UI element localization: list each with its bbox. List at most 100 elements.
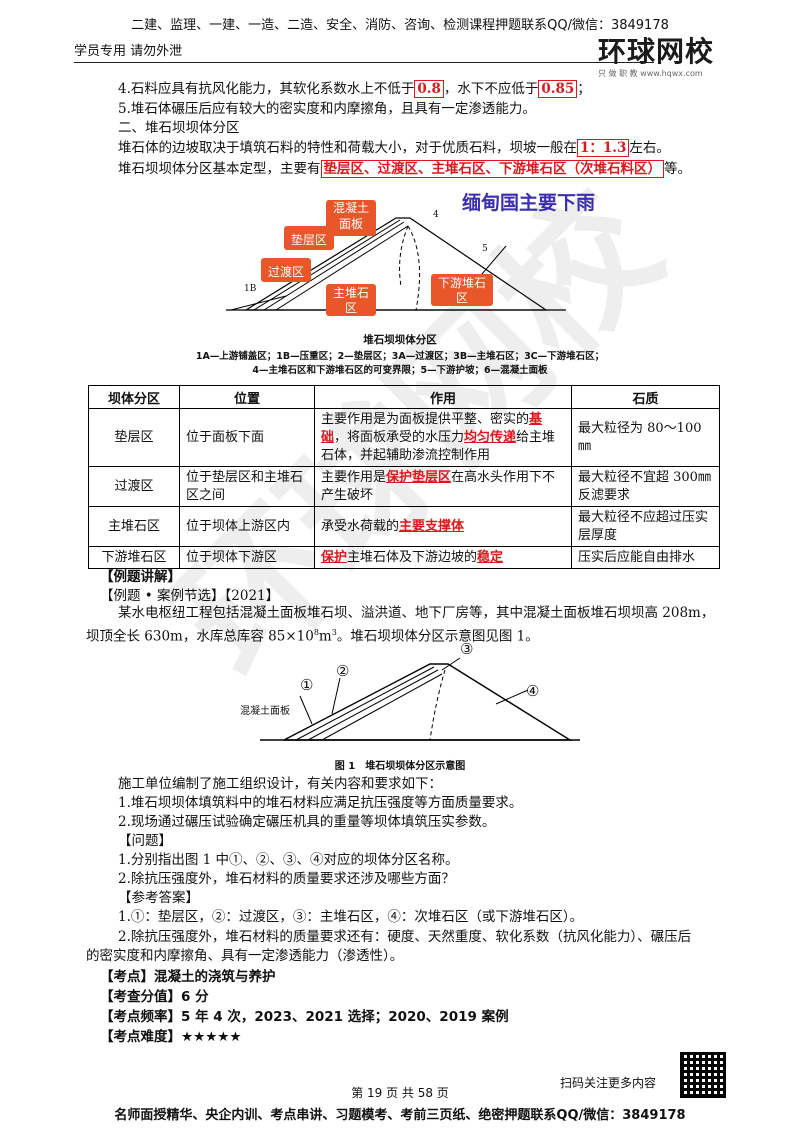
footer-contact-line: 名师面授精华、央企内训、考点串讲、习题模考、考前三页纸、绝密押题联系QQ/微信：… <box>114 1108 686 1123</box>
logo-text: 环球网校 <box>598 35 715 68</box>
marker-1: ① <box>300 676 314 694</box>
example-source: 【例题 • 案例节选】【2021】 <box>100 588 280 604</box>
logo-subtext: 只 做 职 教 www.hqwx.com <box>598 69 703 78</box>
key-term: 保护垫层区 <box>386 469 452 485</box>
kaodian-difficulty: 【考点难度】★★★★★ <box>100 1029 242 1045</box>
example-fig-caption: 图 1 堆石坝坝体分区示意图 <box>334 761 466 772</box>
example-dam-diagram <box>260 657 580 741</box>
example-p2: 坝顶全长 630m，水库总库容 85×108m3。堆石坝坝体分区示意图见图 1。 <box>86 623 539 647</box>
key-term: 均匀传递 <box>464 429 517 445</box>
marker-2: ② <box>336 662 350 680</box>
marker-3: ③ <box>460 640 474 658</box>
example-p5: 2.现场通过碾压试验确定碾压机具的重量等坝体填筑压实参数。 <box>118 814 496 830</box>
label-main-rockfill: 主堆石 区 <box>332 286 369 315</box>
cell-stone: 最大粒径不应超过压实层厚度 <box>571 506 720 547</box>
text: 承受水荷载的 <box>321 518 400 534</box>
text: 坝顶全长 630m，水库总库容 85×10 <box>86 628 314 645</box>
example-p4: 1.堆石坝坝体填筑料中的堆石材料应满足抗压强度等方面质量要求。 <box>118 795 523 811</box>
example-heading: 【例题讲解】 <box>100 569 181 585</box>
label-1b: 1B <box>244 284 257 294</box>
header-contact-line: 二建、监理、一建、一造、二造、安全、消防、咨询、检测课程押题联系QQ/微信：38… <box>131 18 669 33</box>
superscript: 3 <box>331 628 337 637</box>
kaodian-score: 【考查分值】6 分 <box>100 989 209 1005</box>
example-p3: 施工单位编制了施工组织设计，有关内容和要求如下： <box>118 776 442 792</box>
marker-4: ④ <box>526 682 540 700</box>
question-heading: 【问题】 <box>118 833 172 849</box>
cell-zone: 主堆石区 <box>88 506 180 547</box>
label-face: 混凝土 面板 <box>332 201 369 231</box>
label-cushion: 垫层区 <box>290 233 327 247</box>
figure1-legend-2: 4—主堆石区和下游堆石区的可变界限；5—下游护坡；6—混凝土面板 <box>252 365 548 376</box>
cell-position: 位于坝体下游区 <box>179 546 315 569</box>
highlight-box: 0.85 <box>538 80 578 98</box>
text: 在高水头作用下不产生破坏 <box>321 469 556 503</box>
example-p1: 某水电枢纽工程包括混凝土面板堆石坝、溢洪道、地下厂房等，其中混凝土面板堆石坝坝高… <box>118 605 715 621</box>
text: 主要作用是为面板提供平整、密实的 <box>321 411 530 427</box>
text: 主要作用是 <box>321 469 387 485</box>
cell-function: 主要作用是保护垫层区在高水头作用下不产生破坏 <box>314 466 572 507</box>
kaodian-topic: 【考点】混凝土的浇筑与养护 <box>100 969 276 985</box>
table-row: 垫层区 位于面板下面 主要作用是为面板提供平整、密实的基础，将面板承受的水压力均… <box>88 408 720 467</box>
key-term: 稳定 <box>477 549 504 565</box>
kaodian-frequency: 【考点频率】5 年 4 次，2023、2021 选择；2020、2019 案例 <box>100 1009 509 1025</box>
cell-stone: 压实后应能自由排水 <box>571 546 720 569</box>
cell-position: 位于坝体上游区内 <box>179 506 315 547</box>
figure1-title: 堆石坝坝体分区 <box>363 334 437 346</box>
key-term: 保护 <box>321 549 348 565</box>
text-zones: 堆石坝坝体分区基本定型，主要有垫层区、过渡区、主堆石区、下游堆石区（次堆石料区）… <box>118 160 691 179</box>
highlight-box: 0.8 <box>414 80 444 98</box>
qr-code[interactable] <box>680 1052 726 1098</box>
answer-1: 1.①：垫层区，②：过渡区，③：主堆石区，④：次堆石区（或下游堆石区）。 <box>118 909 584 925</box>
text: 堆石体的边坡取决于填筑石料的特性和荷载大小，对于优质石料，坝坡一般在 <box>118 140 577 156</box>
scan-hint: 扫码关注更多内容 <box>560 1076 657 1090</box>
figure1-legend-1: 1A—上游铺盖区；1B—压重区；2—垫层区；3A—过渡区；3B—主堆石区；3C—… <box>195 351 605 362</box>
dam-zoning-diagram <box>226 200 566 316</box>
cell-zone: 垫层区 <box>88 408 180 467</box>
text: 主堆石体及下游边坡的 <box>347 549 478 565</box>
text: ，水下不应低于 <box>443 81 539 97</box>
question-2: 2.除抗压强度外，堆石材料的质量要求还涉及哪些方面？ <box>118 871 455 887</box>
highlight-box: 1：1.3 <box>577 139 630 157</box>
col-header-stone: 石质 <box>571 385 720 409</box>
col-header-position: 位置 <box>179 385 315 409</box>
label-transition: 过渡区 <box>267 265 304 279</box>
text: 等。 <box>664 161 691 177</box>
text: 左右。 <box>629 140 670 156</box>
header-rule <box>74 62 654 63</box>
brand-logo: 环球网校 只 做 职 教 www.hqwx.com <box>598 30 728 79</box>
key-term: 主要支撑体 <box>399 518 465 534</box>
section-heading: 二、堆石坝坝体分区 <box>118 120 240 136</box>
text: 给主堆石体，并起辅助渗流控制作用 <box>321 429 556 463</box>
cell-function: 保护主堆石体及下游边坡的稳定 <box>314 546 572 569</box>
table-row: 过渡区 位于垫层区和主堆石区之间 主要作用是保护垫层区在高水头作用下不产生破坏 … <box>88 466 720 507</box>
cell-stone: 最大粒径为 80～100㎜ <box>571 408 720 467</box>
question-1: 1.分别指出图 1 中①、②、③、④对应的坝体分区名称。 <box>118 852 459 868</box>
col-header-zone: 坝体分区 <box>88 385 180 409</box>
cell-zone: 下游堆石区 <box>88 546 180 569</box>
table-header-row: 坝体分区 位置 作用 石质 <box>88 385 720 409</box>
key-term: 基础 <box>321 411 543 445</box>
text: 4.石料应具有抗风化能力，其软化系数水上不低于 <box>118 81 415 97</box>
handwritten-note: 缅甸国主要下雨 <box>462 192 596 214</box>
table-row: 主堆石区 位于坝体上游区内 承受水荷载的主要支撑体 最大粒径不应超过压实层厚度 <box>88 506 720 547</box>
answer-heading: 【参考答案】 <box>118 890 199 906</box>
text-line-5: 5.堆石体碾压后应有较大的密实度和内摩擦角，且具有一定渗透能力。 <box>118 101 536 117</box>
cell-function: 主要作用是为面板提供平整、密实的基础，将面板承受的水压力均匀传递给主堆石体，并起… <box>314 408 572 467</box>
answer-2b: 的密实度和内摩擦角、具有一定渗透能力（渗透性）。 <box>86 948 404 964</box>
cell-zone: 过渡区 <box>88 466 180 507</box>
answer-2a: 2.除抗压强度外，堆石材料的质量要求还有：硬度、天然重度、软化系数（抗风化能力）… <box>118 929 692 945</box>
cell-stone: 最大粒径不宜超 300㎜反滤要求 <box>571 466 720 507</box>
superscript: 8 <box>313 628 319 637</box>
col-header-function: 作用 <box>314 385 572 409</box>
text: ； <box>577 81 591 97</box>
label-4: 4 <box>433 210 439 220</box>
face-label: 混凝土面板 <box>240 706 290 717</box>
text: 。堆石坝坝体分区示意图见图 1。 <box>336 628 539 645</box>
page-number: 第 19 页 共 58 页 <box>351 1086 449 1100</box>
cell-function: 承受水荷载的主要支撑体 <box>314 506 572 547</box>
zone-table: 坝体分区 位置 作用 石质 垫层区 位于面板下面 主要作用是为面板提供平整、密实… <box>88 385 720 569</box>
label-5: 5 <box>482 244 488 254</box>
cell-position: 位于面板下面 <box>179 408 315 467</box>
text: 堆石坝坝体分区基本定型，主要有 <box>118 161 321 177</box>
